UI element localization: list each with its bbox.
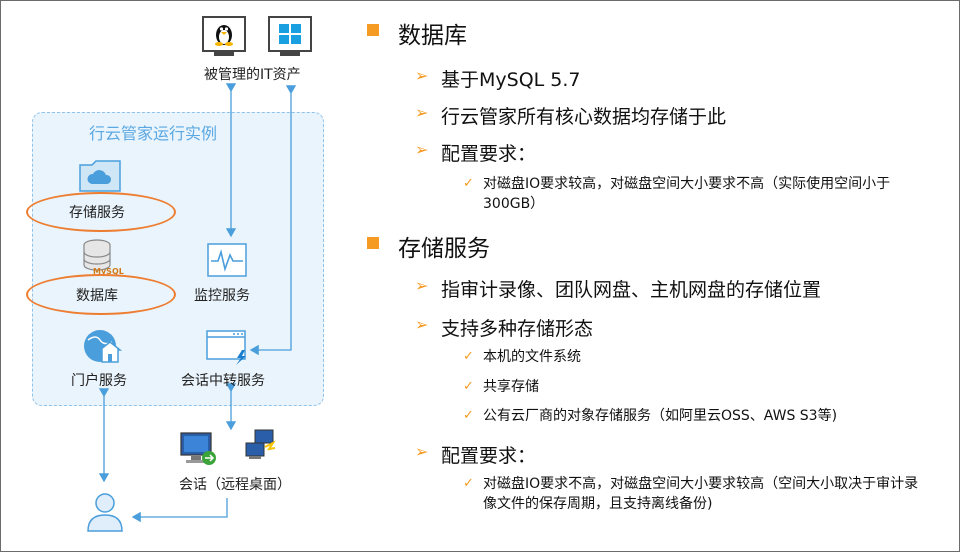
arrow-bullet-icon: ➢ xyxy=(415,140,429,159)
storage-form-local: ✓ 本机的文件系统 xyxy=(463,349,581,365)
arrow-bullet-icon: ➢ xyxy=(415,103,429,122)
check-icon: ✓ xyxy=(463,379,474,394)
db-config-requirement: ✓ 对磁盘IO要求较高，对磁盘空间大小要求不高（实际使用空间小于300GB） xyxy=(463,176,891,212)
arrow-bullet-icon: ➢ xyxy=(415,276,429,295)
relay-window-icon xyxy=(206,330,246,365)
arrow-bullet-icon: ➢ xyxy=(415,442,429,461)
connector-session-user xyxy=(131,498,228,523)
arrow-bullet-icon: ➢ xyxy=(415,315,429,334)
mysql-badge: MySQL xyxy=(93,267,124,276)
arrow-bullet-icon: ➢ xyxy=(415,66,429,85)
storage-heading: 存储服务 xyxy=(367,229,490,263)
check-icon: ✓ xyxy=(463,176,474,191)
session-label: 会话（远程桌面） xyxy=(179,477,291,493)
database-heading: 数据库 xyxy=(367,16,467,50)
user-icon xyxy=(87,493,123,532)
storage-item-location: ➢ 指审计录像、团队网盘、主机网盘的存储位置 xyxy=(415,276,822,301)
database-icon xyxy=(83,239,111,271)
check-icon: ✓ xyxy=(463,408,474,423)
db-item-config: ➢ 配置要求： xyxy=(415,140,537,165)
storage-form-shared: ✓ 共享存储 xyxy=(463,379,539,395)
storage-form-cloud: ✓ 公有云厂商的对象存储服务（如阿里云OSS、AWS S3等) xyxy=(463,408,838,424)
monitor-chart-icon xyxy=(207,243,247,277)
database-highlight-ellipse xyxy=(26,274,176,315)
db-item-version: ➢ 基于MySQL 5.7 xyxy=(415,66,581,91)
remote-desktop-icon xyxy=(180,432,216,465)
square-bullet-icon xyxy=(367,24,379,36)
storage-item-config: ➢ 配置要求： xyxy=(415,442,537,467)
architecture-diagram: 被管理的IT资产 行云管家运行实例 存储服务 MySQL 数据库 监控服务 xyxy=(1,1,351,551)
monitor-service-label: 监控服务 xyxy=(194,288,250,304)
check-icon: ✓ xyxy=(463,476,474,491)
portal-service-label: 门户服务 xyxy=(71,373,127,389)
network-computers-icon xyxy=(245,429,276,459)
cloud-folder-icon xyxy=(79,160,121,192)
check-icon: ✓ xyxy=(463,349,474,364)
storage-item-forms: ➢ 支持多种存储形态 xyxy=(415,315,594,340)
instance-title: 行云管家运行实例 xyxy=(89,124,218,143)
storage-config-requirement: ✓ 对磁盘IO要求不高，对磁盘空间大小要求较高（空间大小取决于审计录像文件的保存… xyxy=(463,476,919,512)
connector-assets-relay xyxy=(249,85,297,356)
session-relay-label: 会话中转服务 xyxy=(181,373,265,389)
connector-layer xyxy=(98,83,297,523)
square-bullet-icon xyxy=(367,237,379,249)
managed-assets-label: 被管理的IT资产 xyxy=(204,67,301,83)
description-panel: 数据库 ➢ 基于MySQL 5.7 ➢ 行云管家所有核心数据均存储于此 ➢ 配置… xyxy=(356,1,956,551)
globe-house-icon xyxy=(84,330,122,363)
storage-highlight-ellipse xyxy=(26,192,176,232)
db-item-core-data: ➢ 行云管家所有核心数据均存储于此 xyxy=(415,103,727,128)
